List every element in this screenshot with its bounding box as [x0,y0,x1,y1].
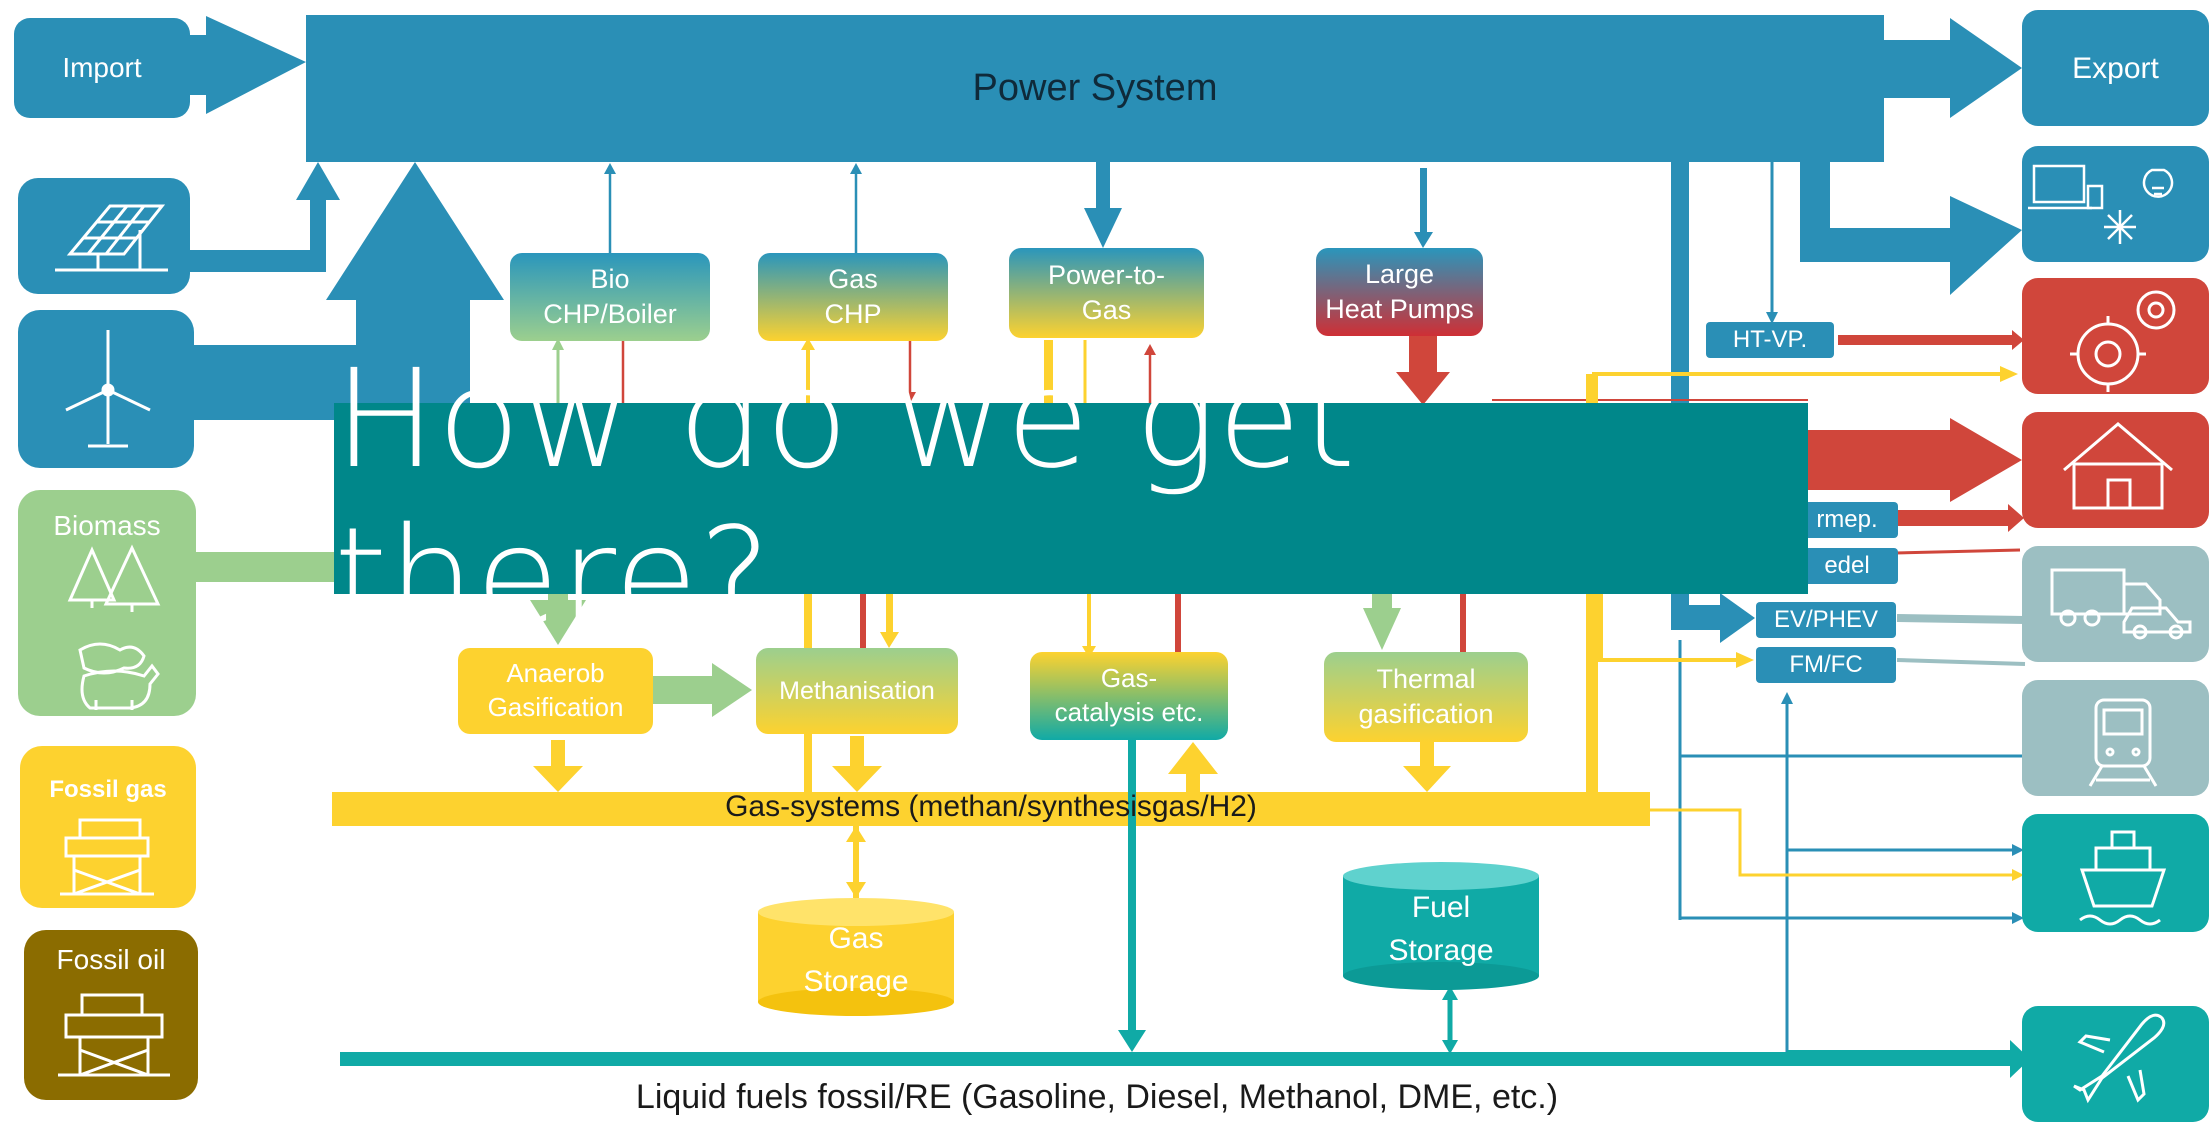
power-system-label: Power System [306,15,1884,162]
power-to-gas-label: Power-to- Gas [1047,259,1166,325]
thermal-gasification-box [1324,652,1528,742]
industry-demand-box [2022,278,2209,394]
rail-box [2022,680,2209,796]
kedel-tag: edel [1796,548,1898,584]
shipping-box [2022,814,2209,932]
oil-platform-icon [58,993,170,1077]
gas-storage-tank [758,898,954,1016]
gas-storage-label: Gas Storage [803,921,909,999]
large-heat-pumps-box [1316,248,1483,336]
biomass-label: Biomass [53,510,161,541]
thermal-gasification-label: Thermal gasification [1358,663,1494,729]
import-title: Import [62,51,142,83]
anaerob-label: Anaerob Gasification [487,658,624,722]
fm-fc-tag: FM/FC [1756,647,1896,683]
fossil-oil-label: Fossil oil [56,944,166,975]
anaerob-box [458,648,653,734]
ship-icon [2079,830,2167,926]
solar-panel-icon [55,204,168,272]
electricity-demand-box [2022,146,2209,262]
electronics-icon [2028,164,2174,244]
wind-turbine-icon [65,330,151,448]
fossil-gas-label: Fossil gas [49,776,167,803]
import-arrow [190,16,306,114]
gas-chp-box [758,253,948,341]
import-box [14,18,190,118]
gas-chp-label: Gas CHP [824,263,882,329]
train-icon [2088,698,2158,787]
power-system-bar [306,15,1884,162]
animals-icon [78,642,160,710]
fossil-gas-box [20,746,196,908]
ht-vp-tag: HT-VP. [1706,322,1834,358]
house-icon [2063,422,2173,510]
transport-flows [1896,614,2026,666]
solar-flow-arrow [190,162,340,272]
aviation-box [2022,1006,2209,1122]
export-title: Export [2072,51,2159,85]
bio-chp-box [510,253,710,341]
power-system-title: Power System [972,66,1218,109]
gas-system-bar [332,792,1650,826]
truck-car-icon [2050,568,2192,640]
airplane-icon [2073,1013,2166,1104]
gears-icon [2070,290,2176,392]
wind-flow-arrow [190,162,504,420]
household-heat-box [2022,412,2209,528]
export-arrow [1884,18,2022,118]
bio-chp-label: Bio CHP/Boiler [543,263,677,329]
power-to-gas-box [1009,248,1204,338]
fuel-storage-tank [1343,862,1539,990]
ev-phev-tag: EV/PHEV [1756,602,1896,638]
gas-flows [332,338,2024,898]
large-heat-pumps-label: Large Heat Pumps [1325,258,1474,324]
liquid-fuels-label: Liquid fuels fossil/RE (Gasoline, Diesel… [635,1078,1559,1116]
road-transport-box [2022,546,2209,662]
liquid-fuel-bar [340,1052,2020,1066]
fuel-storage-label: Fuel Storage [1388,890,1494,968]
electricity-demand-arrow [1800,162,2022,295]
gas-platform-icon [60,818,154,896]
biomass-flows [190,338,1401,717]
methanisation-box [756,648,958,734]
methanisation-label: Methanisation [779,676,935,705]
gas-catalysis-box [1030,652,1228,740]
export-box [2022,10,2209,126]
gas-catalysis-label: Gas- catalysis etc. [1054,663,1204,727]
how-do-we-get-there-banner: How do we get there? [334,341,1808,657]
liquid-fuel-flows [340,740,2030,1078]
power-flows [190,15,2024,1055]
forest-icon [67,544,161,612]
export-label: Export [2022,10,2209,126]
varmepumpe-tag: rmep. [1796,502,1898,538]
banner-text: How do we get there? [334,340,1357,657]
gas-system-label: Gas-systems (methan/synthesisgas/H2) [725,790,1257,823]
import-label: Import [14,18,190,118]
